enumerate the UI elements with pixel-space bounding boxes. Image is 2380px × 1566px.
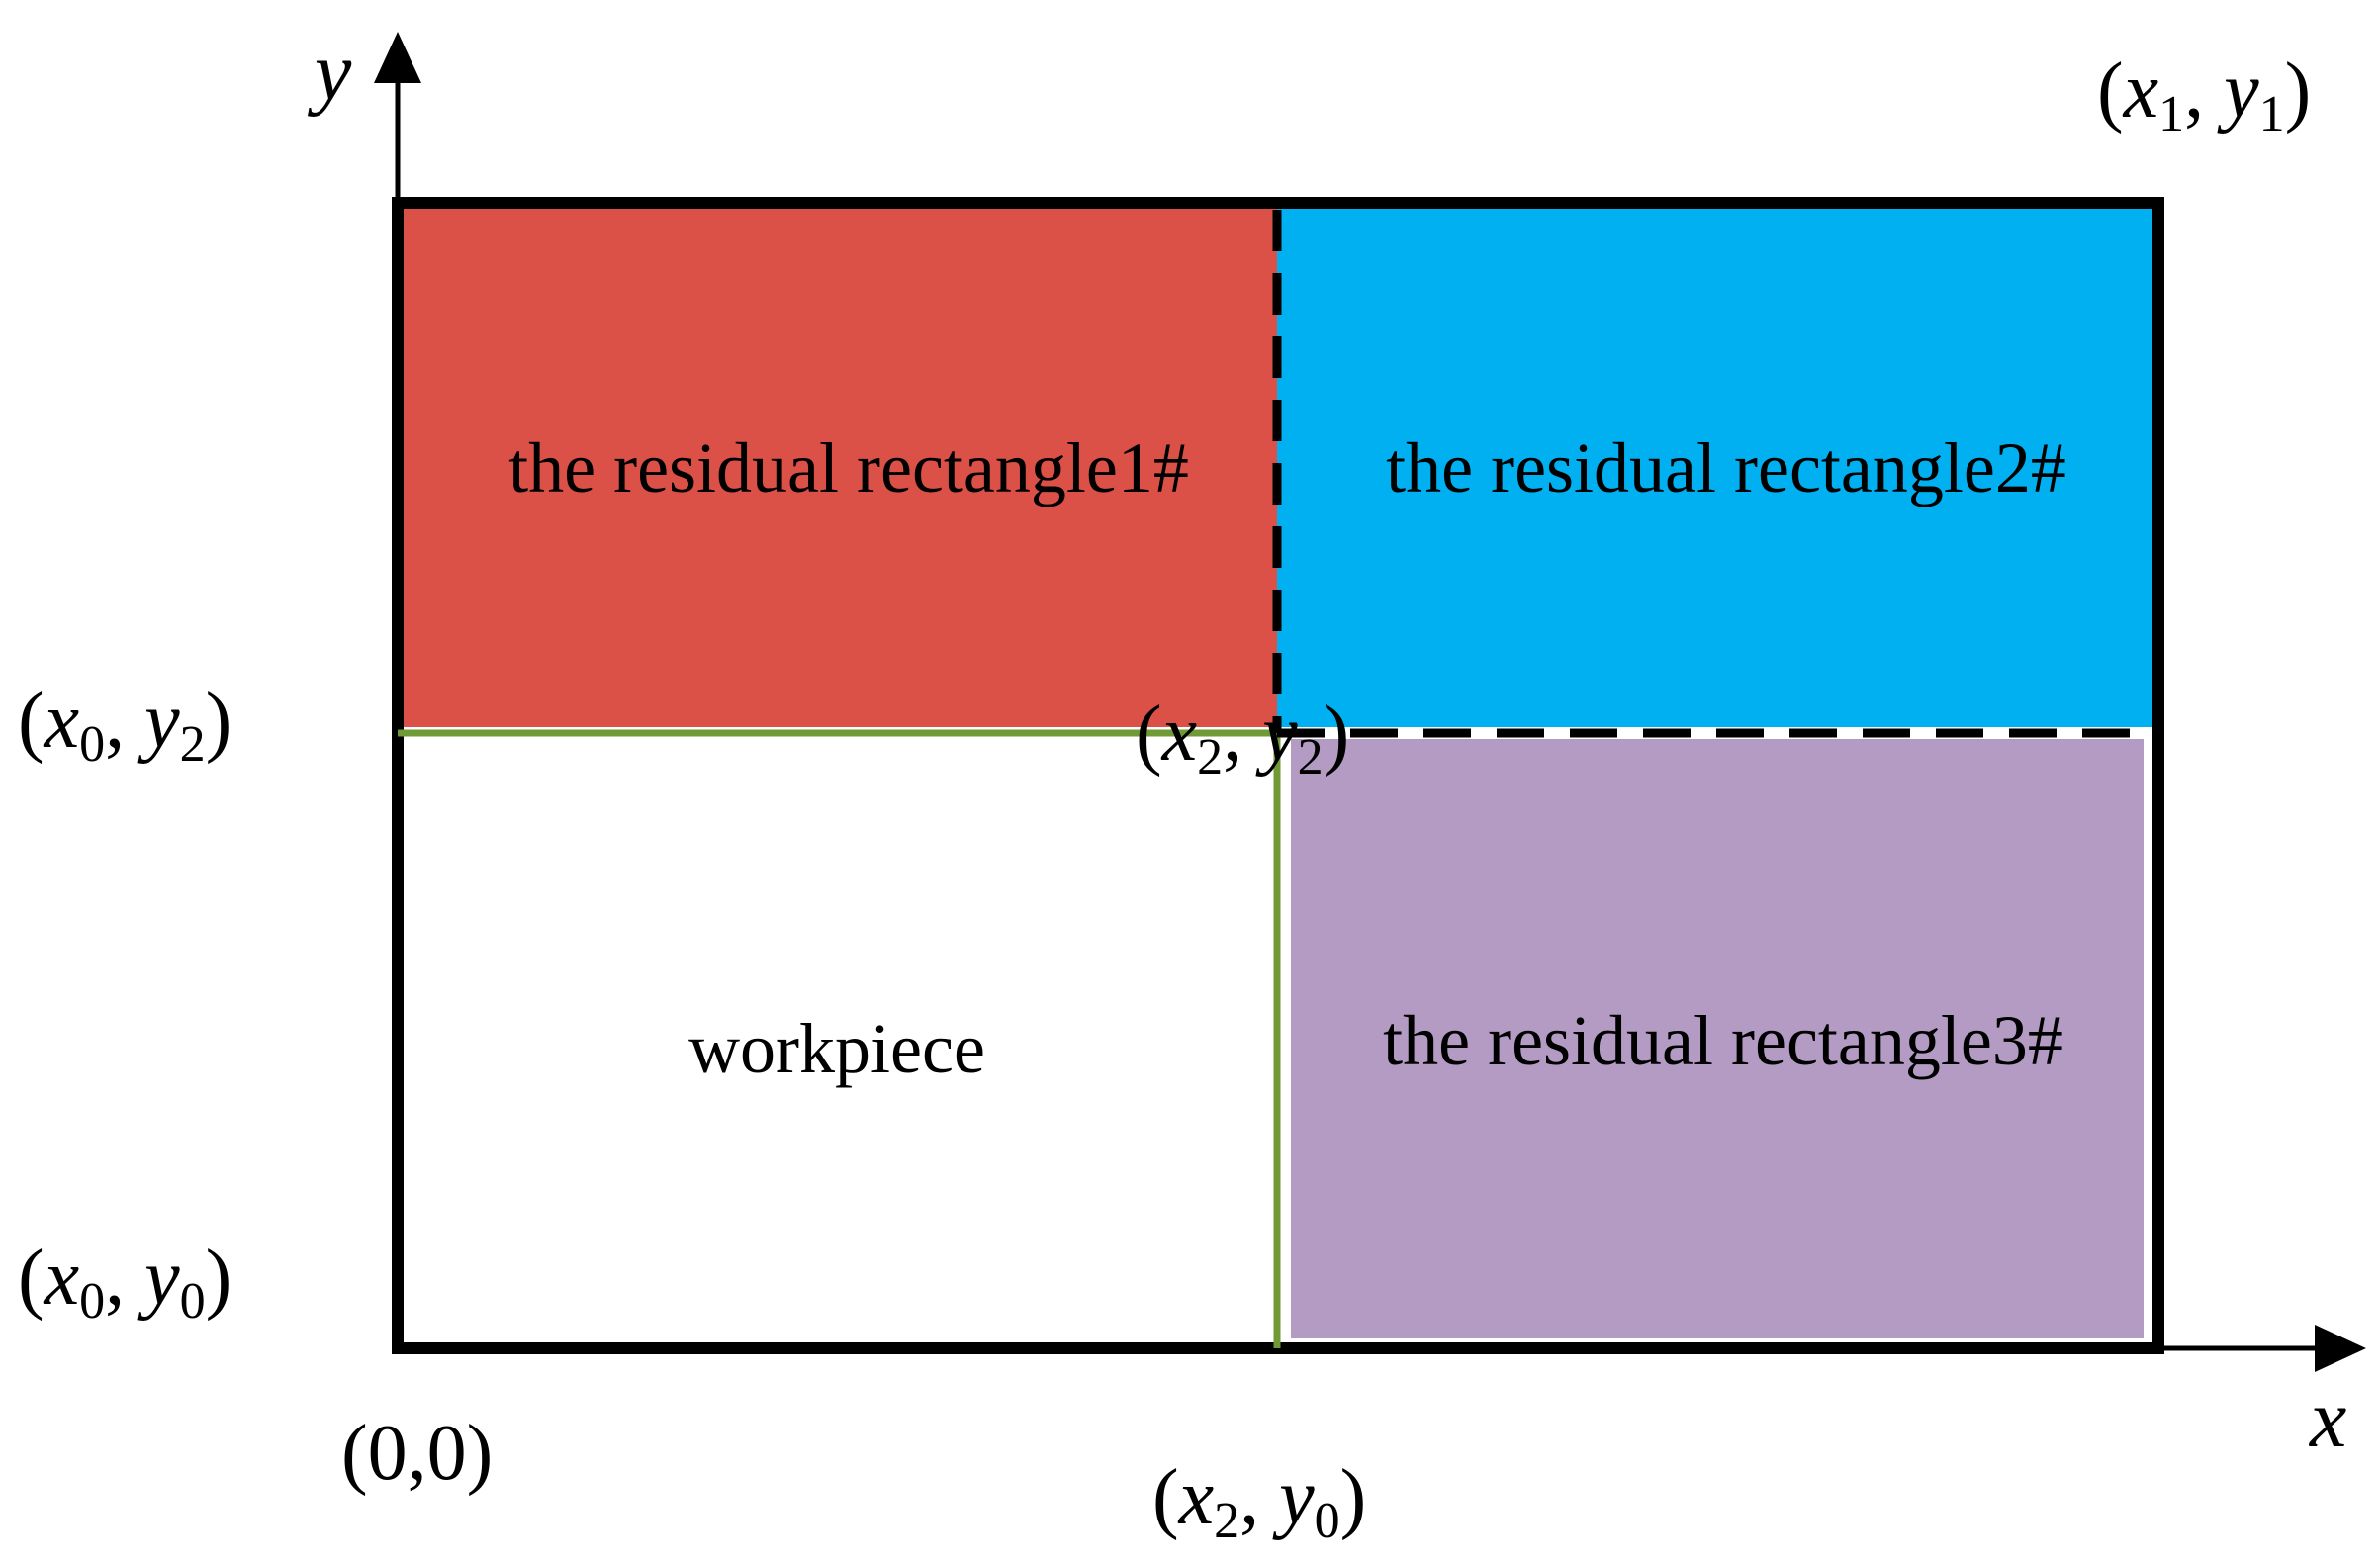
- point-x2-y0: (x2, y0): [1152, 1454, 1366, 1549]
- rect1-label: the residual rectangle1#: [508, 428, 1189, 507]
- y-axis-arrow: [374, 32, 421, 83]
- x-axis-label: x: [2308, 1373, 2346, 1465]
- point-x0-y2: (x0, y2): [18, 678, 231, 773]
- residual-rectangle-1: [396, 203, 1277, 727]
- residual-rectangle-2: [1277, 203, 2152, 727]
- workpiece-region: [396, 732, 1277, 1338]
- point-x1-y1: (x1, y1): [2097, 47, 2311, 142]
- x-axis-arrow: [2315, 1325, 2366, 1372]
- y-axis-label: y: [307, 26, 352, 118]
- point-x2-y2: (x2, y2): [1136, 691, 1349, 785]
- residual-rectangle-3: [1291, 739, 2144, 1338]
- point-x0-y0: (x0, y0): [18, 1235, 231, 1330]
- workpiece-label: workpiece: [688, 1009, 985, 1088]
- rect2-label: the residual rectangle2#: [1386, 428, 2066, 507]
- point-origin: (0,0): [341, 1410, 493, 1497]
- rect3-label: the residual rectangle3#: [1383, 1001, 2063, 1080]
